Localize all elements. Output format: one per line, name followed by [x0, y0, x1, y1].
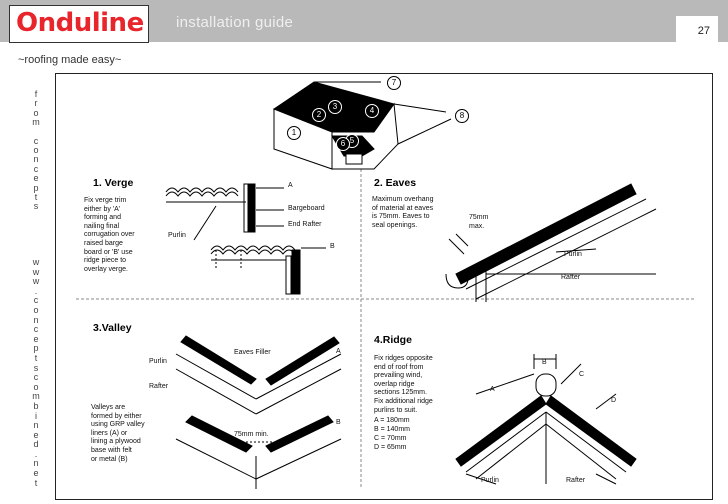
- eaves-drawing: [445, 183, 657, 302]
- side-letter: e: [33, 468, 39, 479]
- ridge-label-c: C: [579, 371, 585, 378]
- side-letter: .: [34, 448, 38, 459]
- side-letter: t: [34, 352, 38, 363]
- side-letter: m: [32, 391, 40, 402]
- ridge-label-rafter: Rafter: [566, 477, 586, 484]
- side-letter: e: [33, 429, 39, 440]
- logo: Onduline: [9, 5, 149, 43]
- side-letter: d: [33, 439, 39, 450]
- ridge-label-d: D: [611, 397, 617, 404]
- side-letter: n: [33, 154, 39, 165]
- side-letter: p: [33, 182, 39, 193]
- tagline: ~roofing made easy~: [18, 54, 122, 66]
- side-letter: w: [32, 257, 40, 267]
- valley-label-min: 75mm min.: [234, 431, 269, 438]
- valley-label-b: B: [336, 419, 341, 426]
- side-letter: b: [33, 400, 39, 411]
- ridge-dim-b: B = 140mm: [374, 426, 410, 433]
- page-title: installation guide: [176, 14, 294, 31]
- eaves-label-max: 75mm max.: [469, 214, 489, 230]
- side-letter: .: [34, 285, 38, 296]
- overview-label-8: 8: [455, 109, 469, 123]
- side-letter: o: [33, 381, 39, 392]
- side-letter: m: [32, 117, 40, 128]
- side-letter: n: [33, 314, 39, 325]
- valley-text: Valleys are formed by either using GRP v…: [91, 404, 145, 463]
- side-letter: p: [33, 343, 39, 354]
- ridge-title: 4.Ridge: [374, 334, 412, 346]
- side-letter: n: [33, 420, 39, 431]
- overview-label-1: 1: [287, 126, 301, 140]
- overview-label-4: 4: [365, 104, 379, 118]
- logo-text: Onduline: [16, 8, 144, 38]
- side-letter: t: [34, 477, 38, 488]
- side-letter: n: [33, 458, 39, 469]
- side-letter: o: [33, 304, 39, 315]
- ridge-dim-d: D = 65mm: [374, 444, 407, 451]
- verge-label-b: B: [330, 243, 335, 250]
- verge-text: Fix verge trim either by 'A' forming and…: [84, 197, 135, 273]
- side-letter: o: [33, 145, 39, 156]
- side-letter: s: [33, 201, 39, 212]
- valley-title: 3.Valley: [93, 322, 132, 334]
- overview-label-7: 7: [387, 76, 401, 90]
- side-letter: c: [33, 372, 39, 383]
- side-letter: w: [32, 276, 40, 287]
- verge-title: 1. Verge: [93, 177, 134, 189]
- valley-label-a: A: [336, 348, 341, 355]
- side-letter: e: [33, 333, 39, 344]
- eaves-label-rafter: Rafter: [561, 274, 581, 281]
- verge-label-end-rafter: End Rafter: [288, 221, 322, 228]
- valley-label-eaves-filler: Eaves Filler: [234, 349, 271, 356]
- ridge-label-b: B: [542, 359, 547, 366]
- page-number-box: 27: [676, 16, 718, 42]
- diagram-frame: 1 2 3 4 5 6 7 8 1. Verge Fix verge trim …: [55, 73, 713, 500]
- verge-label-bargeboard: Bargeboard: [288, 205, 325, 212]
- ridge-text: Fix ridges opposite end of roof from pre…: [374, 355, 433, 414]
- overview-label-3: 3: [328, 100, 342, 114]
- verge-label-a: A: [288, 182, 293, 189]
- header-bar: Onduline installation guide 27: [0, 0, 728, 43]
- ridge-label-purlin: Purlin: [481, 477, 499, 484]
- eaves-text: Maximum overhang of material at eaves is…: [372, 196, 434, 229]
- ridge-dim-a: A = 180mm: [374, 417, 410, 424]
- valley-label-rafter: Rafter: [149, 383, 169, 390]
- valley-label-purlin: Purlin: [149, 358, 167, 365]
- ridge-dim-c: C = 70mm: [374, 435, 407, 442]
- side-letter: t: [34, 192, 38, 203]
- overview-label-6: 6: [336, 137, 350, 151]
- side-letter: c: [33, 135, 39, 146]
- side-letter: s: [33, 362, 39, 373]
- eaves-label-purlin: Purlin: [564, 251, 582, 258]
- side-letter: c: [33, 163, 39, 174]
- ridge-label-a: A: [490, 386, 495, 393]
- side-letter: e: [33, 173, 39, 184]
- side-letter: i: [35, 410, 37, 421]
- eaves-title: 2. Eaves: [374, 177, 417, 189]
- side-letter: f: [34, 89, 38, 99]
- side-letter: w: [32, 266, 40, 277]
- page-number: 27: [697, 25, 710, 37]
- valley-drawing: [175, 335, 342, 489]
- side-letter: c: [33, 324, 39, 335]
- verge-drawing: [165, 183, 326, 295]
- side-letter: c: [33, 295, 39, 306]
- verge-label-purlin: Purlin: [168, 232, 186, 239]
- overview-label-2: 2: [312, 108, 326, 122]
- side-letter: o: [33, 107, 39, 118]
- side-letter: r: [34, 98, 38, 109]
- ridge-drawing: [455, 354, 637, 485]
- roof-overview: [272, 81, 452, 170]
